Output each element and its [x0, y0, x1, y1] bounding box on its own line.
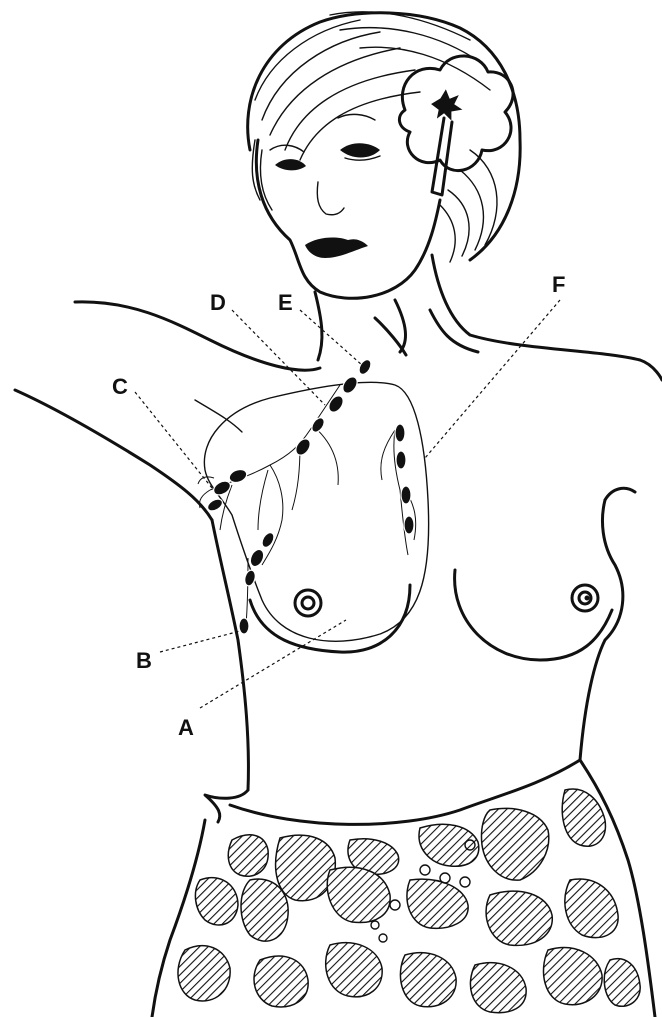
- leader-b: [160, 630, 244, 652]
- label-d: D: [210, 290, 226, 315]
- left-eye: [275, 159, 306, 170]
- leader-e: [300, 310, 362, 365]
- lymph-node: [326, 393, 346, 415]
- face: [256, 114, 440, 298]
- patterned-skirt: [152, 760, 655, 1017]
- label-c: C: [112, 374, 128, 399]
- label-a: A: [178, 715, 194, 740]
- lips: [305, 237, 368, 258]
- label-f: F: [552, 272, 565, 297]
- lymph-node: [396, 451, 406, 469]
- lymph-node: [309, 416, 326, 435]
- leader-c: [135, 392, 212, 488]
- lymph-node: [404, 516, 414, 534]
- leader-f: [425, 300, 560, 458]
- lymph-node: [248, 547, 266, 568]
- lymph-node: [260, 531, 277, 550]
- lymph-node: [211, 478, 233, 497]
- left-nipple: [295, 590, 321, 616]
- lymph-node: [401, 486, 411, 504]
- hair-flower: [399, 56, 513, 195]
- hair: [248, 12, 520, 262]
- label-e: E: [278, 290, 293, 315]
- breasts: [250, 570, 612, 660]
- lymph-node: [243, 569, 257, 587]
- lymph-node: [293, 436, 313, 458]
- lymph-node: [340, 374, 360, 396]
- right-eye: [340, 143, 380, 157]
- label-b: B: [136, 648, 152, 673]
- lymph-nodes: [206, 358, 414, 634]
- lymph-node: [239, 618, 249, 634]
- torso-outline: [15, 255, 662, 790]
- lymph-node: [395, 424, 405, 442]
- lymph-node: [357, 358, 374, 377]
